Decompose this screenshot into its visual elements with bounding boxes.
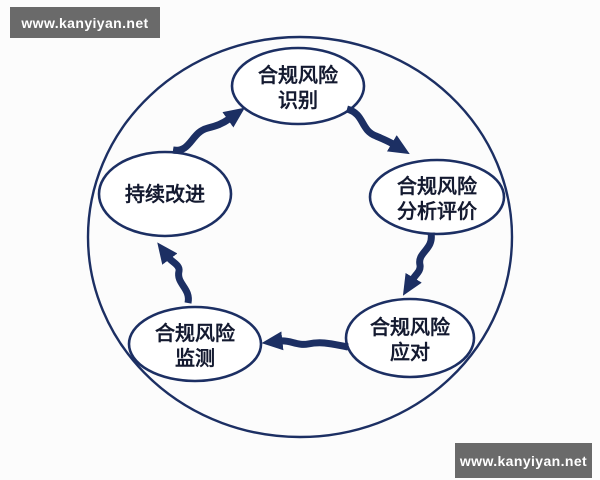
node-identify-line2: 识别: [278, 89, 318, 112]
node-monitor-line1: 合规风险: [155, 321, 236, 345]
node-monitor-line2: 监测: [175, 347, 215, 370]
node-analyze-ellipse: [368, 158, 506, 236]
node-continuous-improvement: 持续改进: [97, 150, 233, 238]
node-analyze-line1: 合规风险: [397, 174, 478, 198]
node-improve-ellipse: [97, 150, 233, 238]
node-monitor-ellipse: [127, 305, 263, 383]
arrow-improve-to-identify: [172, 107, 245, 154]
arrow-identify-to-analyze: [345, 105, 410, 155]
arrow-analyze-to-respond: [402, 232, 435, 296]
arrow-monitor-to-improve: [157, 242, 192, 304]
node-compliance-risk-identification: 合规风险 识别: [230, 46, 366, 126]
watermark-bottom-right: www.kanyiyan.net: [455, 443, 592, 478]
node-respond-line1: 合规风险: [370, 315, 451, 339]
arrow-respond-to-monitor: [261, 331, 349, 351]
node-identify-line1: 合规风险: [258, 63, 339, 87]
node-respond-line2: 应对: [390, 340, 430, 364]
node-compliance-risk-monitoring: 合规风险 监测: [127, 305, 263, 383]
node-identify-ellipse: [230, 46, 366, 126]
node-improve-line1: 持续改进: [125, 182, 205, 206]
watermark-top-left: www.kanyiyan.net: [10, 7, 160, 38]
cycle-outer-circle: [86, 35, 514, 439]
node-compliance-risk-analysis: 合规风险 分析评价: [368, 158, 506, 236]
node-respond-ellipse: [344, 297, 476, 379]
node-analyze-line2: 分析评价: [397, 200, 478, 223]
node-compliance-risk-response: 合规风险 应对: [344, 297, 476, 379]
